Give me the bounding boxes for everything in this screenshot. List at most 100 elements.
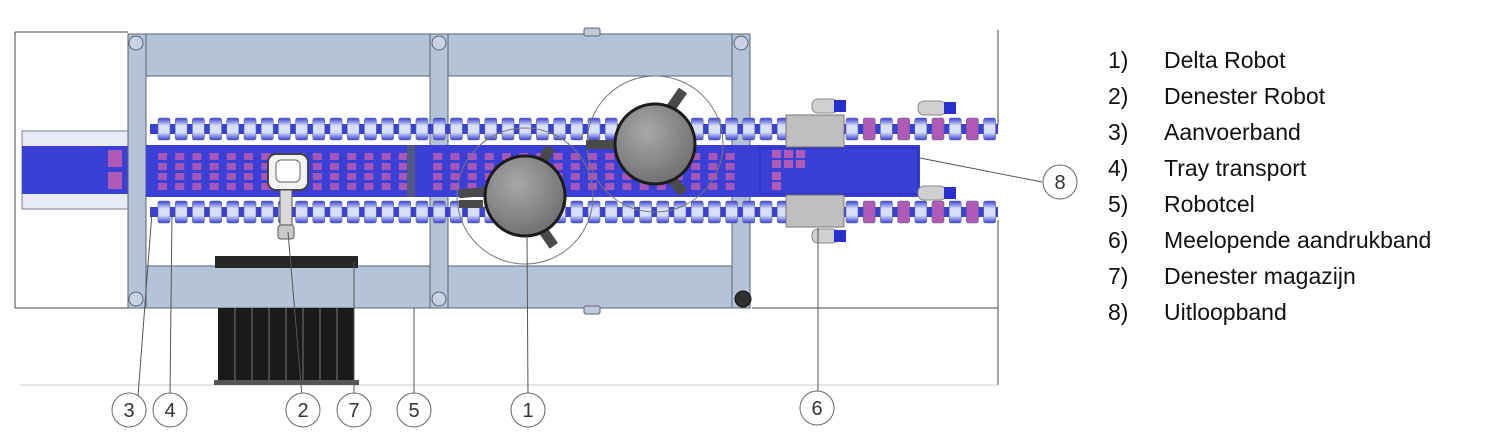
legend-item: 3)Aanvoerband	[1108, 115, 1431, 151]
callout-number: 2	[297, 400, 308, 422]
tray	[398, 163, 408, 170]
roller	[742, 117, 756, 141]
roller	[346, 200, 360, 224]
tray	[312, 163, 322, 170]
roller	[966, 117, 979, 141]
tray	[467, 183, 477, 190]
roller	[329, 200, 343, 224]
roller	[192, 117, 205, 141]
tray	[209, 183, 219, 190]
tray	[244, 153, 253, 160]
tray	[226, 173, 236, 180]
layout-outline	[14, 30, 999, 386]
legend-item: 2)Denester Robot	[1108, 79, 1431, 115]
legend-number: 4)	[1108, 155, 1129, 181]
roller	[948, 117, 962, 141]
roller	[174, 117, 188, 141]
roller	[295, 117, 308, 141]
roller	[673, 200, 687, 224]
tray	[433, 183, 443, 190]
tray	[381, 173, 391, 180]
tray	[725, 183, 735, 190]
tray	[605, 173, 615, 180]
tray	[312, 173, 322, 180]
roller	[467, 117, 480, 141]
legend-item: 1)Delta Robot	[1108, 43, 1431, 79]
tray	[433, 163, 443, 170]
tray	[467, 153, 477, 160]
legend: 1)Delta Robot 2)Denester Robot 3)Aanvoer…	[1108, 43, 1431, 331]
tray	[261, 173, 271, 180]
legend-item: 6)Meelopende aandrukband	[1108, 223, 1431, 259]
tray	[244, 183, 253, 190]
tray	[656, 183, 666, 190]
roller	[278, 117, 291, 141]
roller	[759, 117, 773, 141]
tray	[209, 153, 219, 160]
roller	[931, 200, 945, 224]
delta-robot	[483, 102, 697, 238]
roller	[983, 117, 996, 141]
callout-circle	[1042, 164, 1078, 200]
roller	[450, 117, 463, 141]
tray	[588, 173, 597, 180]
roller	[845, 117, 859, 141]
roller	[415, 117, 429, 141]
tray	[347, 183, 357, 190]
tray	[261, 153, 271, 160]
tray-transport-bottom	[150, 200, 998, 224]
roller	[931, 117, 945, 141]
roller	[570, 200, 584, 224]
tray	[450, 183, 460, 190]
tray	[398, 173, 408, 180]
tray	[570, 153, 580, 160]
tray	[622, 173, 632, 180]
tray	[226, 183, 236, 190]
tray	[725, 163, 735, 170]
legend-number: 8)	[1108, 299, 1129, 325]
roller	[880, 117, 893, 141]
tray	[433, 173, 443, 180]
denester-magazine	[214, 256, 359, 385]
roller	[381, 200, 394, 224]
tray	[244, 163, 253, 170]
roller	[209, 200, 222, 224]
roller	[725, 200, 738, 224]
roller	[897, 117, 910, 141]
tray	[691, 173, 701, 180]
legend-number: 1)	[1108, 47, 1129, 73]
legend-item: 4)Tray transport	[1108, 151, 1431, 187]
tray	[364, 173, 374, 180]
tray	[570, 163, 580, 170]
meelopende-aandrukband	[785, 98, 956, 244]
tray	[570, 183, 580, 190]
roller	[948, 200, 962, 224]
tray	[226, 163, 236, 170]
tray	[450, 153, 460, 160]
roller	[381, 117, 394, 141]
roller	[243, 200, 257, 224]
roller	[260, 117, 274, 141]
tray	[605, 183, 615, 190]
callout-circle	[510, 392, 546, 428]
roller	[192, 200, 205, 224]
tray	[398, 153, 408, 160]
tray	[209, 173, 219, 180]
callout-circle	[336, 392, 372, 428]
legend-number: 6)	[1108, 227, 1129, 253]
roller	[587, 117, 601, 141]
tray	[381, 153, 391, 160]
legend-label: Denester magazijn	[1164, 263, 1356, 289]
tray	[691, 163, 701, 170]
roller	[243, 117, 257, 141]
roller	[295, 200, 308, 224]
tray	[639, 183, 649, 190]
tray	[708, 153, 718, 160]
callout-circle	[152, 392, 188, 428]
tray	[450, 173, 460, 180]
tray	[175, 153, 185, 160]
tray	[484, 163, 494, 170]
roller	[226, 117, 240, 141]
uitloopband	[752, 145, 920, 197]
